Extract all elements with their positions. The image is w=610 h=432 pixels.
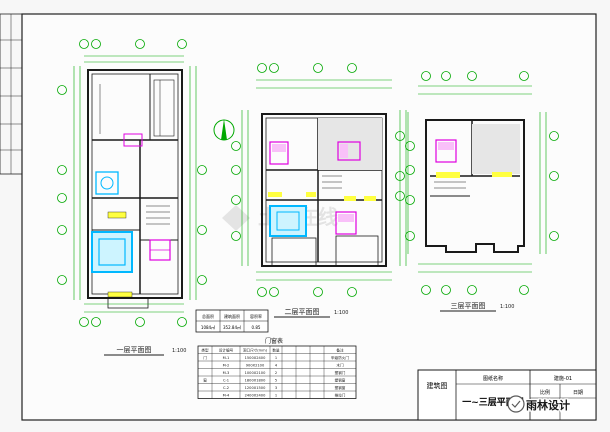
door-table-header-cell: 洞口尺寸(mm) xyxy=(243,348,268,353)
second-floor-plan xyxy=(261,113,387,267)
door-table-cell: 2 xyxy=(275,371,277,375)
area-header-2: 容积率 xyxy=(250,313,262,319)
third-floor-plan xyxy=(425,119,525,253)
door-table-cell: 塑钢窗 xyxy=(335,385,346,390)
plan-3-scale: 1:100 xyxy=(500,304,514,310)
plan-1-scale: 1:100 xyxy=(172,348,186,354)
second-floor-dimensions xyxy=(241,79,407,281)
north-arrow-icon xyxy=(213,119,235,141)
plan-2-scale: 1:100 xyxy=(334,310,348,316)
door-table-cell: 推拉门 xyxy=(335,393,346,398)
second-floor-axis-bubbles xyxy=(231,63,415,297)
door-table-cell: 1 xyxy=(275,394,277,398)
title-block-scale-label: 比例 xyxy=(540,389,550,396)
door-table-header-cell: 备注 xyxy=(336,348,344,353)
door-table-cell: C-1 xyxy=(223,379,229,383)
third-floor-axis-bubbles xyxy=(395,71,559,295)
first-floor-plan xyxy=(87,69,183,309)
door-table-cell: C-2 xyxy=(223,386,229,390)
area-table: 总面积 建筑面积 容积率 1084㎡ 352.84㎡ 0.85 xyxy=(195,309,269,333)
binding-strip xyxy=(0,13,23,175)
door-table-cell: 木门 xyxy=(336,363,344,368)
door-table-header-cell: 数量 xyxy=(272,348,280,353)
door-table-cell: M-3 xyxy=(223,371,230,375)
door-table-cell: 1 xyxy=(275,356,277,360)
door-table-cell: M-4 xyxy=(223,394,230,398)
door-table-cell: 1800X1800 xyxy=(245,379,266,383)
door-window-table: 类型 设计编号 洞口尺寸(mm) 数量 备注门 M-1 1500X2400 1 甲级防火门 M-2… xyxy=(197,345,357,399)
door-table-cell: 门 xyxy=(203,355,207,360)
title-block-date-label: 日期 xyxy=(573,390,583,396)
door-table-header-cell: 设计编号 xyxy=(219,348,234,353)
first-floor-axis-bubbles xyxy=(57,39,207,327)
door-table-cell: 甲级防火门 xyxy=(331,355,349,360)
area-value-1: 352.84㎡ xyxy=(223,324,241,330)
door-table-frame xyxy=(197,345,357,399)
plan-3-title: 三层平面图 xyxy=(451,302,486,310)
title-block-number: 建施-01 xyxy=(554,375,572,382)
title-block-drawing-name: 一~三层平面图 xyxy=(462,397,524,408)
door-table-cell: 塑钢窗 xyxy=(335,378,346,383)
door-table-cell: 4 xyxy=(275,364,278,368)
first-floor-dimensions xyxy=(73,55,197,313)
door-table-cell: M-1 xyxy=(223,356,230,360)
brand-logo-icon xyxy=(507,395,525,413)
title-block: 建筑图 图纸名称 一~三层平面图 建施-01 比例 日期 xyxy=(417,369,597,421)
door-table-cell: 900X2100 xyxy=(246,364,265,368)
door-table-cell: 塑钢门 xyxy=(335,370,346,375)
plan-2-title: 二层平面图 xyxy=(285,308,320,316)
door-table-cell: 窗 xyxy=(203,378,207,383)
door-table-title: 门窗表 xyxy=(265,337,283,345)
title-block-project: 建筑图 xyxy=(427,381,448,390)
door-table-cell: 3 xyxy=(275,386,277,390)
area-value-2: 0.85 xyxy=(252,325,261,330)
title-block-name-label: 图纸名称 xyxy=(483,375,503,382)
door-table-cell: 1000X2100 xyxy=(245,371,266,375)
door-table-cell: 2400X2400 xyxy=(245,394,266,398)
brand-name: 雨林设计 xyxy=(526,398,570,412)
door-table-cell: 1200X1500 xyxy=(245,386,266,390)
area-header-0: 总面积 xyxy=(202,313,214,319)
door-table-cell: M-2 xyxy=(223,364,230,368)
door-table-cell: 1500X2400 xyxy=(245,356,266,360)
brand-badge: 雨林设计 xyxy=(507,395,571,413)
area-value-0: 1084㎡ xyxy=(201,324,215,330)
door-table-cell: 5 xyxy=(275,379,277,383)
door-table-header-cell: 类型 xyxy=(201,348,209,353)
plan-1-title: 一层平面图 xyxy=(117,346,152,354)
third-floor-dimensions xyxy=(407,85,547,273)
area-header-1: 建筑面积 xyxy=(224,313,240,319)
